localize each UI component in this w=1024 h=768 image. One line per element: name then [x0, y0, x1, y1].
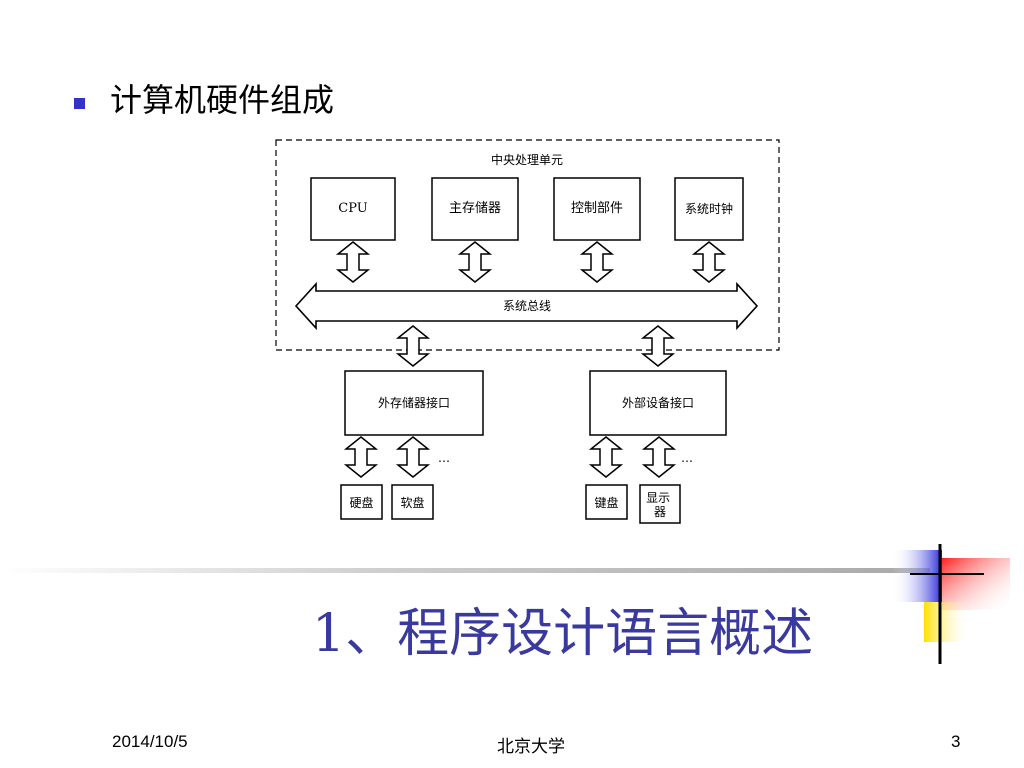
- device-label-harddisk: 硬盘: [349, 495, 373, 510]
- component-label-system-clock: 系统时钟: [685, 201, 733, 216]
- arrow-clock-bus: [693, 241, 725, 283]
- arrow-cpu-bus: [337, 241, 369, 283]
- device-harddisk: 硬盘: [340, 484, 383, 520]
- section-heading: 1、程序设计语言概述: [312, 604, 814, 664]
- device-label-display: 显示 器: [646, 491, 674, 519]
- component-label-cpu: CPU: [338, 201, 367, 216]
- component-label-control-unit: 控制部件: [571, 201, 623, 216]
- device-keyboard: 键盘: [585, 484, 628, 520]
- device-label-keyboard: 键盘: [594, 495, 618, 510]
- footer-page-number: 3: [951, 732, 961, 751]
- device-interface: 外部设备接口: [589, 370, 727, 436]
- cpu-unit-frame: [275, 139, 780, 351]
- storage-interface: 外存储器接口: [344, 370, 484, 436]
- storage-interface-label: 外存储器接口: [378, 395, 450, 410]
- cpu-unit-label: 中央处理单元: [491, 152, 563, 167]
- arrow-storage-harddisk: [345, 436, 377, 478]
- component-main-memory: 主存储器: [431, 177, 519, 241]
- arrow-device-display: [643, 436, 675, 478]
- device-interface-label: 外部设备接口: [622, 395, 694, 410]
- device-floppy: 软盘: [391, 484, 434, 520]
- component-cpu: CPU: [310, 177, 396, 241]
- bullet-marker: [74, 98, 85, 109]
- arrow-bus-device-interface: [642, 325, 674, 367]
- arrow-control-bus: [581, 241, 613, 283]
- footer-organization: 北京大学: [497, 737, 565, 756]
- storage-more-ellipsis: …: [438, 451, 450, 465]
- arrow-memory-bus: [459, 241, 491, 283]
- bullet-heading: 计算机硬件组成: [110, 81, 335, 119]
- arrow-device-keyboard: [590, 436, 622, 478]
- arrow-bus-storage-interface: [397, 325, 429, 367]
- component-system-clock: 系统时钟: [674, 177, 744, 241]
- component-label-main-memory: 主存储器: [449, 201, 501, 216]
- device-display: 显示 器: [639, 484, 681, 524]
- arrow-storage-floppy: [397, 436, 429, 478]
- footer-date: 2014/10/5: [112, 732, 188, 751]
- system-bus-label: 系统总线: [503, 299, 551, 313]
- device-label-floppy: 软盘: [400, 495, 424, 510]
- title-divider: [0, 568, 930, 573]
- component-control-unit: 控制部件: [553, 177, 641, 241]
- system-bus-arrow: [294, 281, 759, 331]
- device-more-ellipsis: …: [681, 451, 693, 465]
- corner-decoration: [892, 544, 1010, 664]
